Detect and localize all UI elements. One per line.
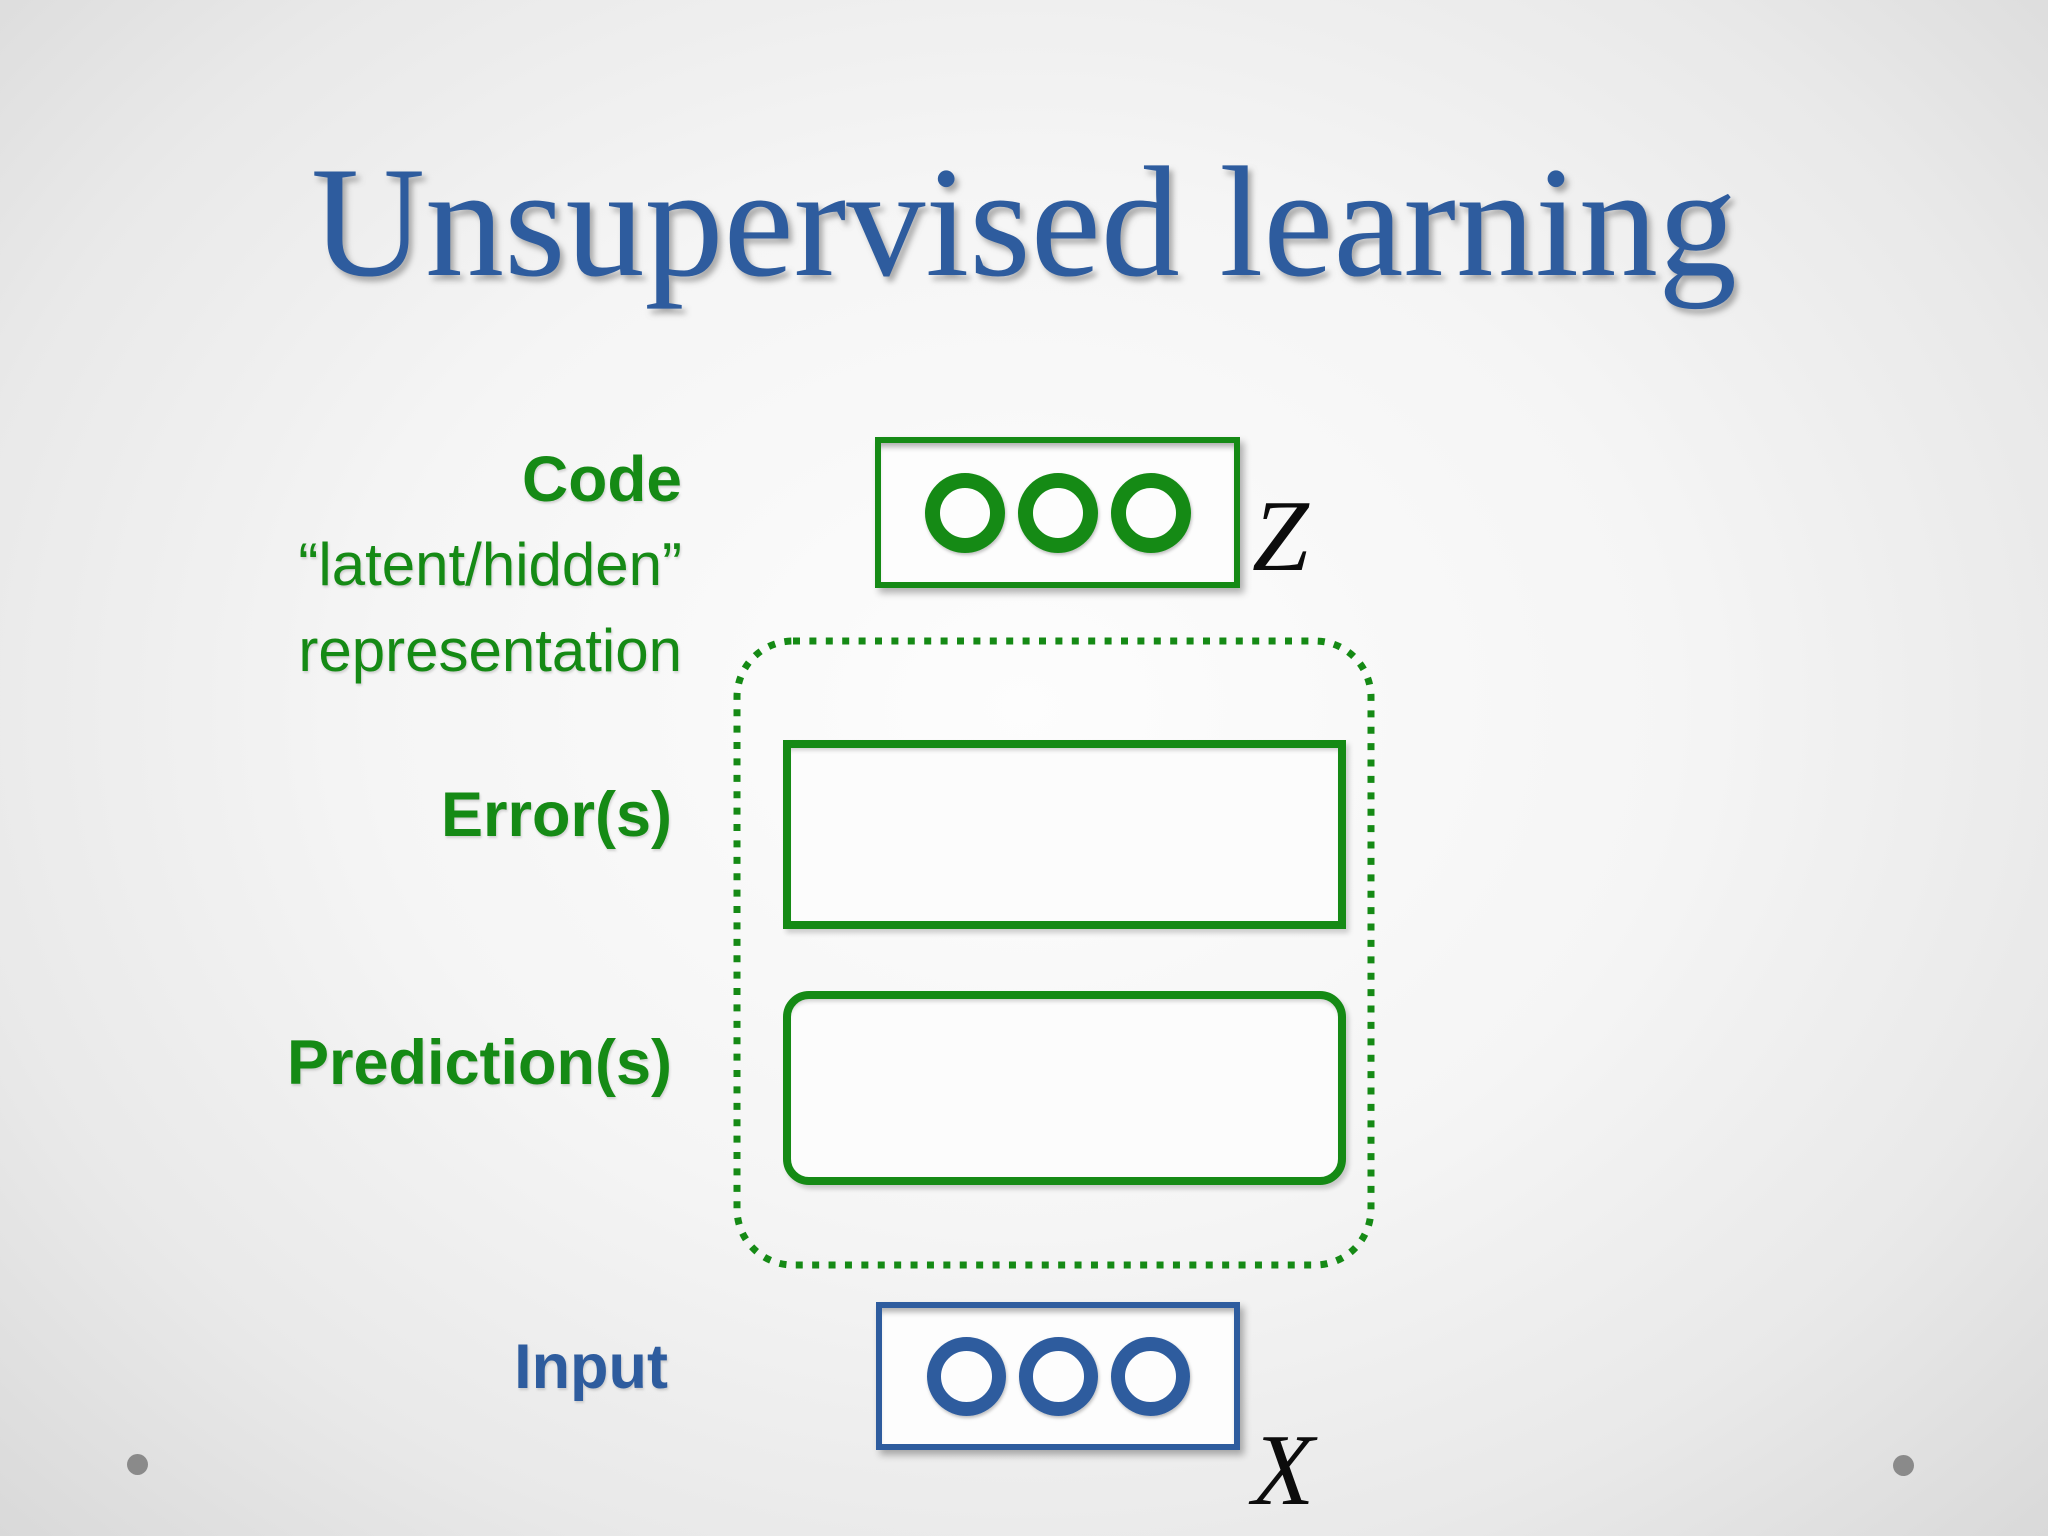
predictions-label: Prediction(s) [286,1028,672,1098]
code-unit-icon [924,472,1005,553]
representation-label: representation [298,617,682,684]
code-label-block: Code “latent/hidden” representation [298,436,682,694]
errors-label: Error(s) [440,780,672,850]
slide-title: Unsupervised learning [310,135,1737,310]
input-layer-box [876,1302,1240,1450]
input-label: Input [514,1332,668,1402]
latent-hidden-label: “latent/hidden” [298,531,682,598]
input-unit-icon [1018,1336,1098,1416]
code-units-row [924,472,1191,553]
code-label: Code [522,443,682,515]
code-unit-icon [1110,472,1191,553]
code-layer-box [875,437,1240,588]
prediction-box [783,991,1346,1185]
error-box [783,740,1346,929]
code-unit-icon [1017,472,1098,553]
input-symbol-x: X [1252,1414,1315,1527]
theme-dot-left-icon [127,1454,148,1475]
input-units-row [926,1336,1190,1416]
code-symbol-z: Z [1252,480,1309,593]
input-unit-icon [1110,1336,1190,1416]
theme-dot-right-icon [1893,1455,1914,1476]
input-unit-icon [926,1336,1006,1416]
